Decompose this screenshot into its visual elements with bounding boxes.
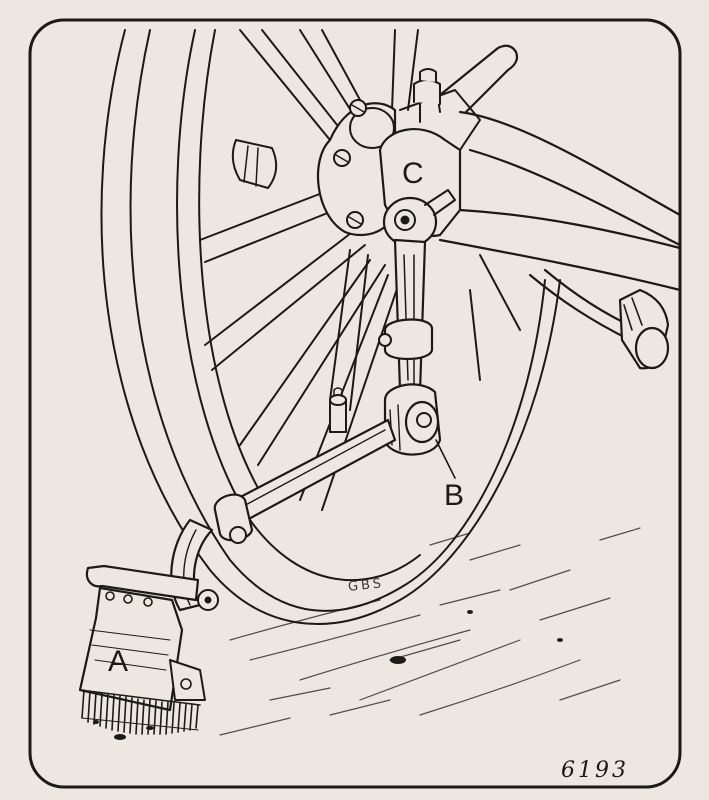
frame-border <box>28 18 682 789</box>
plate-number: 6193 <box>561 758 629 783</box>
scraper-arm <box>213 418 397 544</box>
wheel-nut-icon <box>231 139 278 189</box>
wheel-spokes <box>199 29 521 511</box>
label-c: C <box>402 157 424 190</box>
label-b-leader <box>435 439 456 479</box>
wheel-tyre <box>100 29 561 625</box>
label-b: B <box>444 479 465 512</box>
brush-bristles <box>79 689 201 735</box>
ground-shading <box>219 527 641 736</box>
steering-arm <box>438 44 682 342</box>
lower-joint <box>383 383 442 456</box>
vertical-link <box>378 238 434 394</box>
hub-flange <box>316 99 397 237</box>
tyre-valve <box>329 387 347 433</box>
upper-joint <box>382 189 456 248</box>
tie-rod-end <box>618 288 670 370</box>
brush-holder <box>78 564 206 712</box>
label-a: A <box>108 645 129 678</box>
